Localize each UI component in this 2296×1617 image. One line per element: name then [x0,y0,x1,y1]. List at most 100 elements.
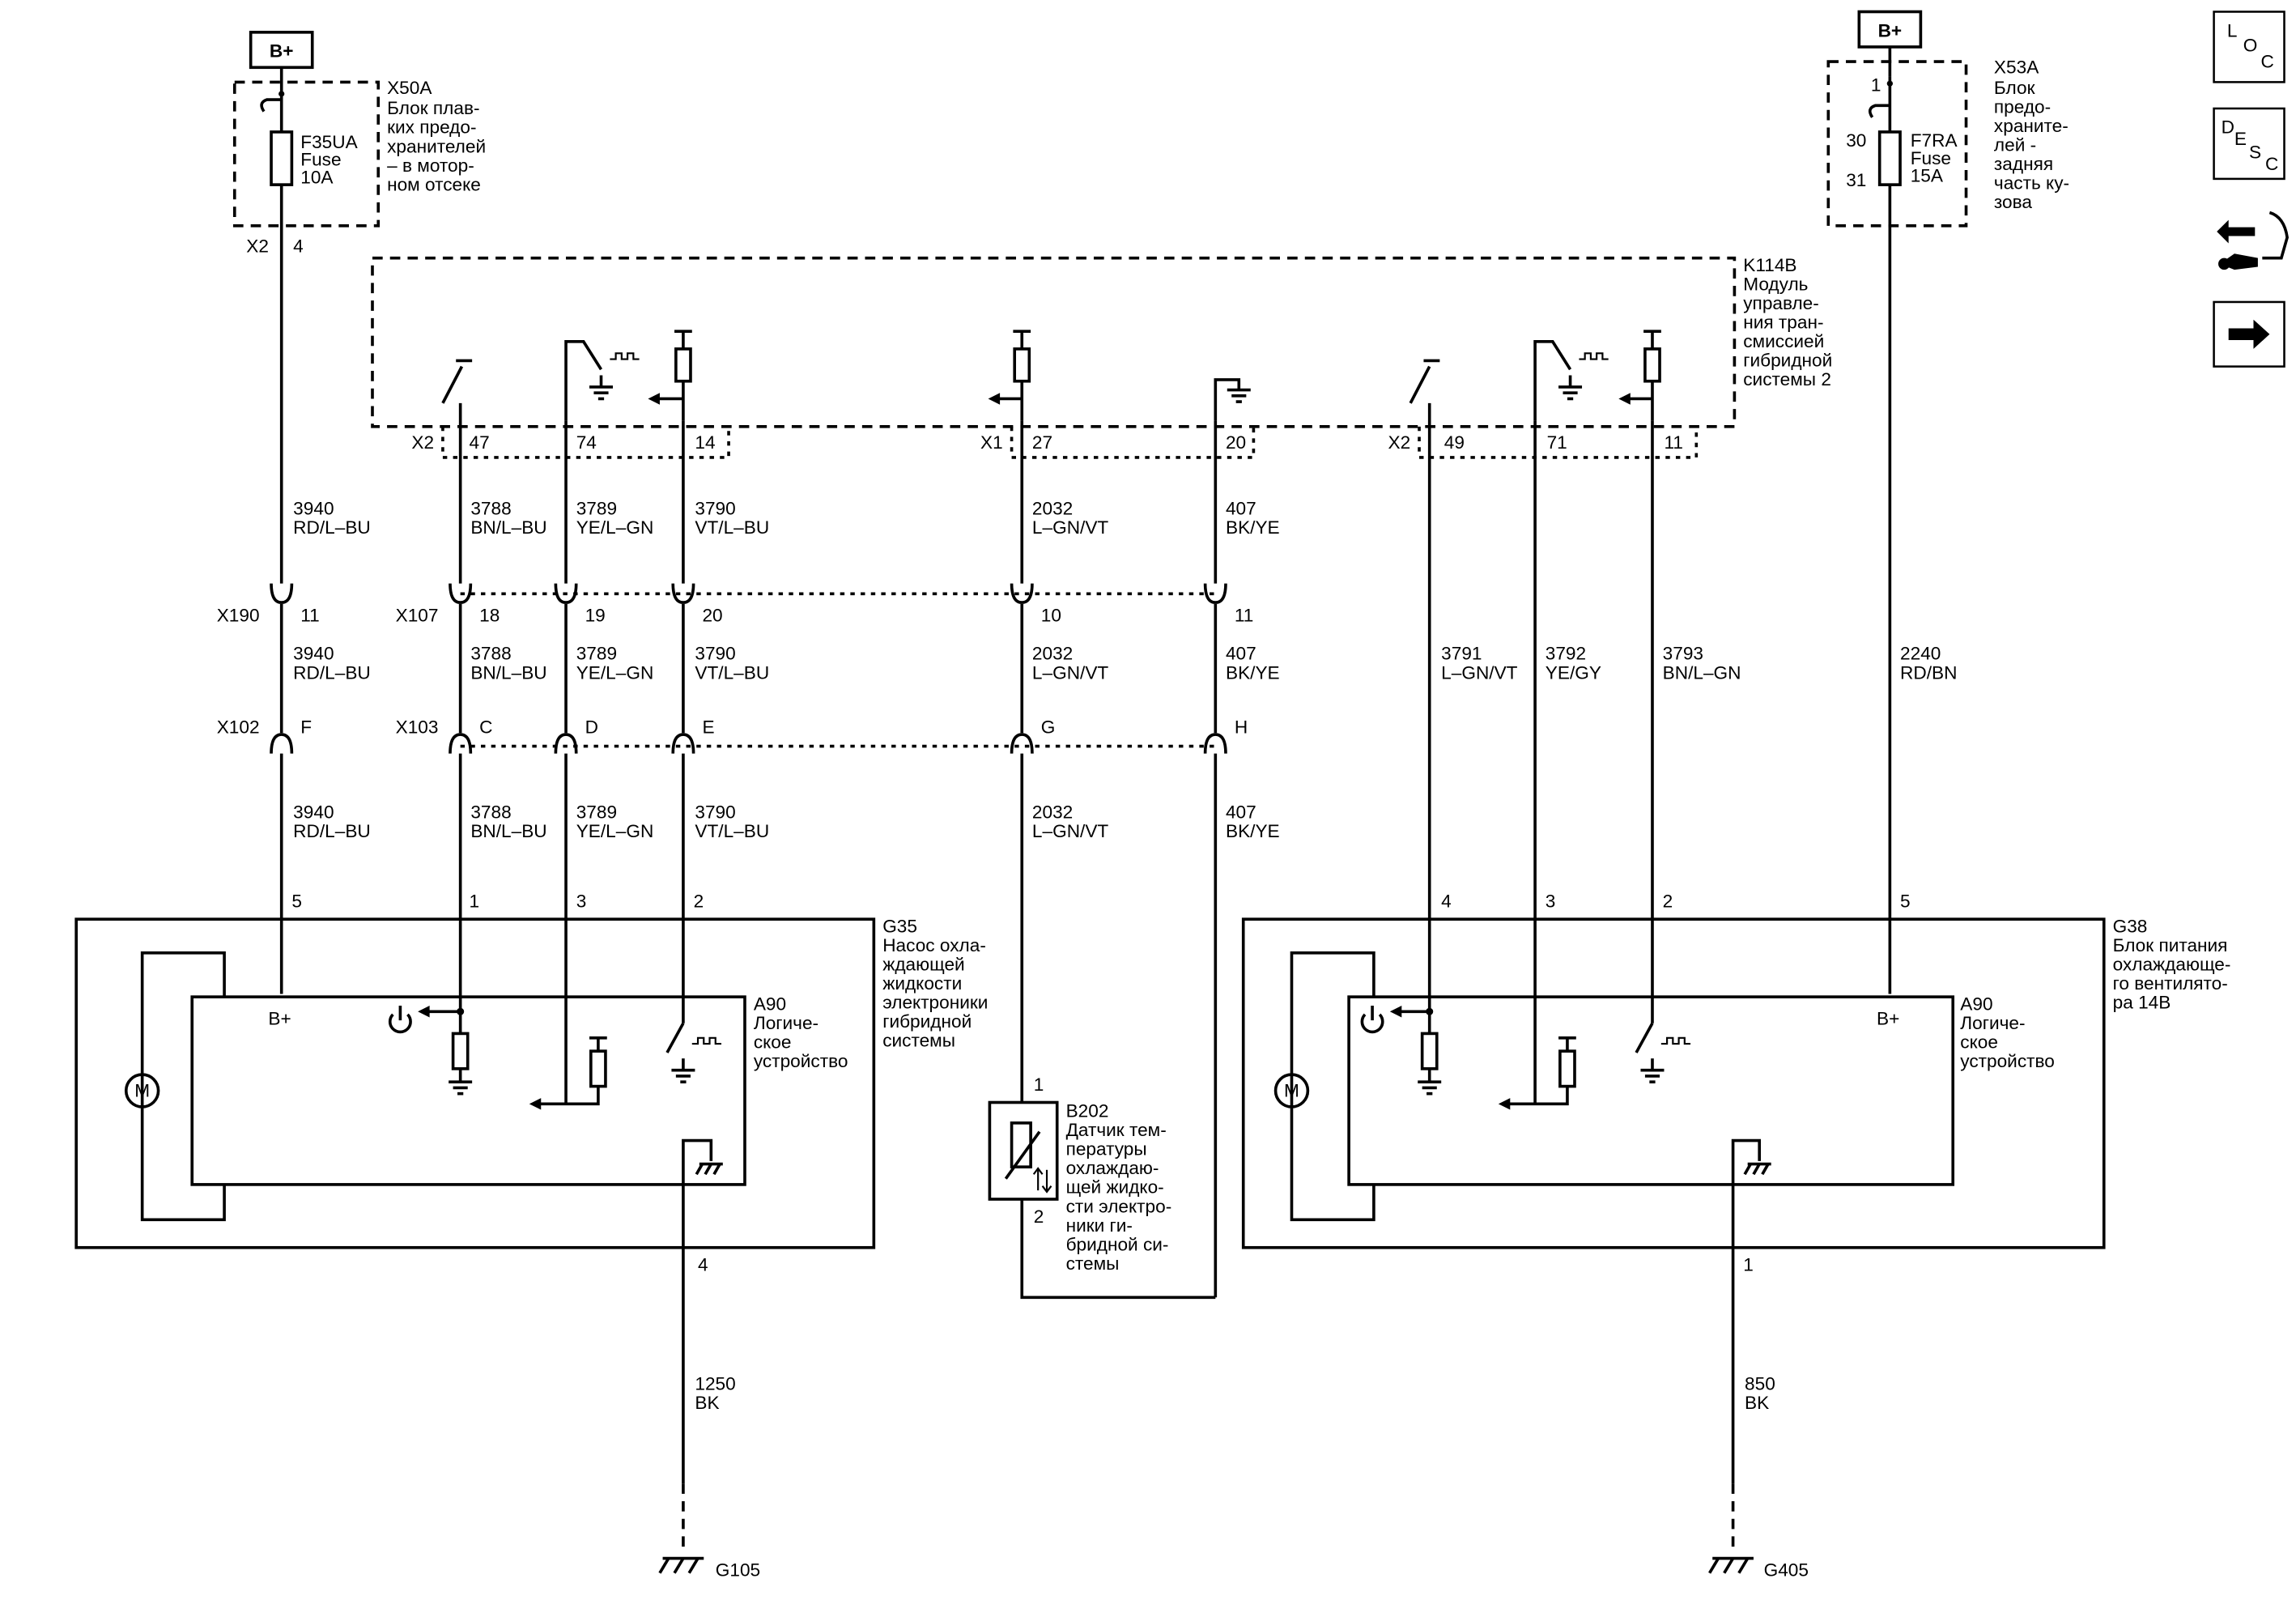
module-pwm-71 [1533,340,1609,421]
g38-logic-desc-line: Логиче- [1960,1013,2025,1033]
fuse-box-right [1826,60,1968,228]
g35-logic-desc-line: устройство [754,1051,848,1071]
module-desc-line: ния тран- [1743,313,1823,333]
wire-number: 3940 [293,802,334,822]
wire-color: BN/L–BU [470,662,546,683]
g35-pin: 2 [694,891,704,912]
sensor-desc-line: сти электро- [1066,1196,1172,1216]
wire-number: 2032 [1032,644,1073,664]
wire-color: L–GN/VT [1032,517,1108,538]
loc-button-frame[interactable] [2213,11,2285,83]
fuse-left-pin: 4 [293,236,304,256]
wire-color: BK [1745,1393,1769,1413]
wire-number: 2032 [1032,802,1073,822]
wire-color: L–GN/VT [1441,662,1517,683]
module-pin: 74 [576,432,597,453]
fuse-right-word: Fuse [1911,148,1951,168]
desc-button[interactable]: D E S C [2213,107,2285,181]
x107-pin: 19 [585,606,606,626]
g38-bplus: B+ [1877,1009,1899,1029]
g35-logic-desc-line: Логиче- [754,1013,818,1033]
fuse-box-left-desc-line: ких предо- [387,117,476,138]
module-pin: 47 [470,432,490,453]
sensor-b202 [988,1100,1059,1201]
fuse-left-rating: 10A [300,167,334,187]
g35-pullup-line [539,1086,600,1106]
wire-runs [279,402,1654,1300]
g38-pin: 3 [1546,891,1556,912]
g38-logic-desc-line: устройство [1960,1051,2055,1071]
wire-color: VT/L–BU [695,821,769,841]
arrow-right-icon [2228,319,2270,349]
g35-desc-line: гибридной [882,1011,972,1032]
wire-number: 3790 [695,644,735,664]
fuse-box-right-desc-line: зова [1994,192,2032,212]
g38-ground-icon [1418,1080,1442,1096]
g35-desc-line: системы [882,1031,955,1051]
g38-wake-arrow [1389,1006,1402,1018]
g38-pin: 4 [1441,891,1452,912]
g38-pin: 5 [1900,891,1911,912]
g35-id: G35 [882,916,917,936]
fuse-right-symbol [1877,130,1902,186]
module-pin: 27 [1032,432,1052,453]
g35-motor [124,1073,160,1108]
module-desc-line: управле- [1743,293,1819,313]
component-g35 [74,917,876,1249]
next-button[interactable] [2213,300,2285,368]
fuse-box-right-id: X53A [1994,57,2039,78]
module-pullup-11 [1618,330,1661,421]
desc-button-frame[interactable] [2213,107,2285,181]
fuse-box-right-desc-line: Блок [1994,78,2036,98]
fuse-right-id: F7RA [1911,130,1958,151]
wire-number: 3788 [470,644,511,664]
desc-button-letter: D [2222,117,2234,138]
g38-desc-line: охлаждающе- [2113,955,2231,975]
fuse-box-right-desc-line: часть ку- [1994,173,2069,194]
wire-color: VT/L–BU [695,662,769,683]
wire-number: 3793 [1663,644,1703,664]
g38-logic-id: A90 [1960,994,1992,1014]
g35-logic-id: A90 [754,994,786,1014]
sensor-desc-line: Датчик тем- [1066,1120,1167,1140]
g35-desc: Насос охла- ждающей жидкости электроники… [882,935,988,1051]
sensor-desc-line: бридной си- [1066,1234,1169,1254]
g38-pwm-switch [1635,1022,1691,1083]
g35-logic-unit [190,995,746,1186]
x103-pin: G [1041,717,1056,737]
module-desc-line: системы 2 [1743,369,1831,389]
wire-number: 3789 [576,498,617,518]
desc-button-letter: C [2265,154,2278,174]
connector-repair-icon[interactable] [2217,211,2289,270]
desc-button-letter: E [2234,129,2247,149]
g35-motor-label: M [134,1080,150,1100]
g38-desc-line: Блок питания [2113,935,2228,955]
sensor-pin: 1 [1034,1074,1044,1095]
ground-g405-icon [1708,1556,1754,1574]
loc-button[interactable]: L O C [2213,11,2285,83]
loc-button-letter: O [2243,35,2258,55]
ground-g105-label: G105 [716,1560,760,1580]
wire-number: 850 [1745,1373,1775,1394]
g35-bplus: B+ [268,1009,291,1029]
module-pin: 71 [1547,432,1567,453]
g38-logic-desc-line: ское [1960,1032,1998,1053]
g38-pullup-resistor [1558,1049,1576,1088]
g38-motor [1273,1073,1310,1108]
fuse-right-terminal [1868,104,1890,118]
fuse-left-connector: X2 [246,236,269,256]
module-k114b [371,256,1737,428]
fuse-right-pin-in: 30 [1846,130,1866,151]
x103-pin: C [479,717,492,737]
x190-label: X190 [217,606,260,626]
g38-resistor [1420,1032,1439,1070]
wire-number: 3790 [695,802,735,822]
module-ground-20 [1214,378,1251,421]
wire-color: L–GN/VT [1032,662,1108,683]
wire-number: 407 [1226,644,1256,664]
wire-number: 2032 [1032,498,1073,518]
g35-logic-desc-line: ское [754,1032,792,1053]
x107-pin: 20 [702,606,722,626]
wire-number: 3789 [576,802,617,822]
